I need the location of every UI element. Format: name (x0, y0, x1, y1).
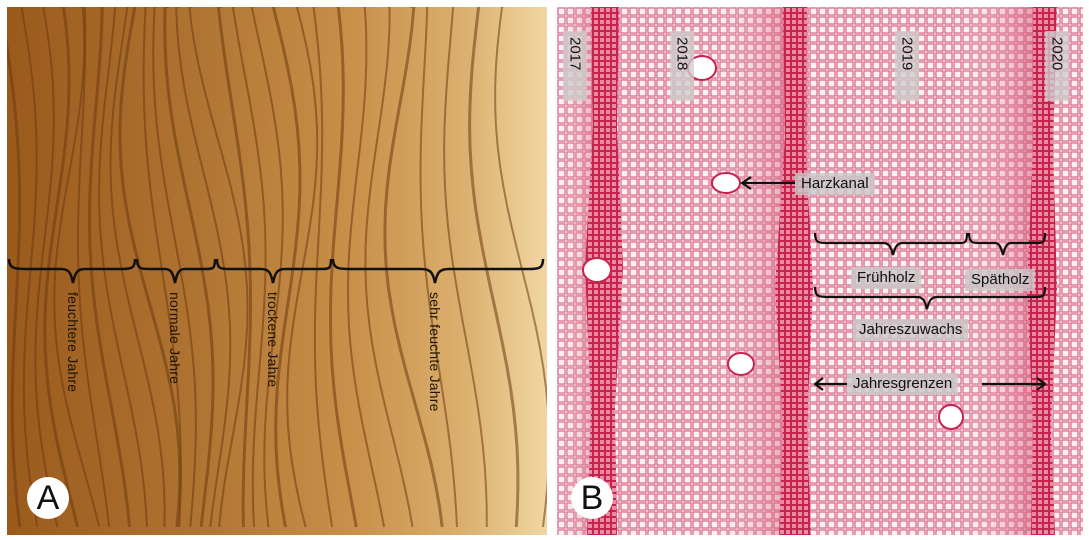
wood-texture (7, 7, 547, 535)
label-jahreszuwachs: Jahreszuwachs (853, 319, 968, 341)
panel-letter-b: B (571, 477, 613, 519)
year-label-2019: 2019 (895, 31, 919, 101)
label-normale-jahre: normale Jahre (167, 292, 183, 384)
year-label-2018: 2018 (670, 31, 694, 101)
panel-letter-a: A (27, 477, 69, 519)
year-label-2020: 2020 (1045, 31, 1069, 101)
label-fruehholz: Frühholz (851, 267, 921, 289)
label-sehr-feuchte-jahre: sehr feuchte Jahre (427, 292, 443, 412)
label-trockene-jahre: trockene Jahre (265, 292, 281, 387)
label-spaetholz: Spätholz (965, 269, 1035, 291)
label-jahresgrenzen: Jahresgrenzen (847, 373, 958, 395)
resin-canal (728, 353, 754, 375)
label-harzkanal: Harzkanal (795, 173, 875, 195)
year-label-2017: 2017 (563, 31, 587, 101)
panel-a-wood-photo: feuchtere Jahre normale Jahre trockene J… (7, 7, 547, 535)
resin-canal (583, 258, 611, 282)
label-feuchtere-jahre: feuchtere Jahre (65, 292, 81, 392)
resin-canal (939, 405, 963, 429)
panel-b-microscopy: 2017 2018 2019 2020 Harzkanal Frühholz S… (557, 7, 1083, 535)
resin-canal (712, 173, 740, 193)
